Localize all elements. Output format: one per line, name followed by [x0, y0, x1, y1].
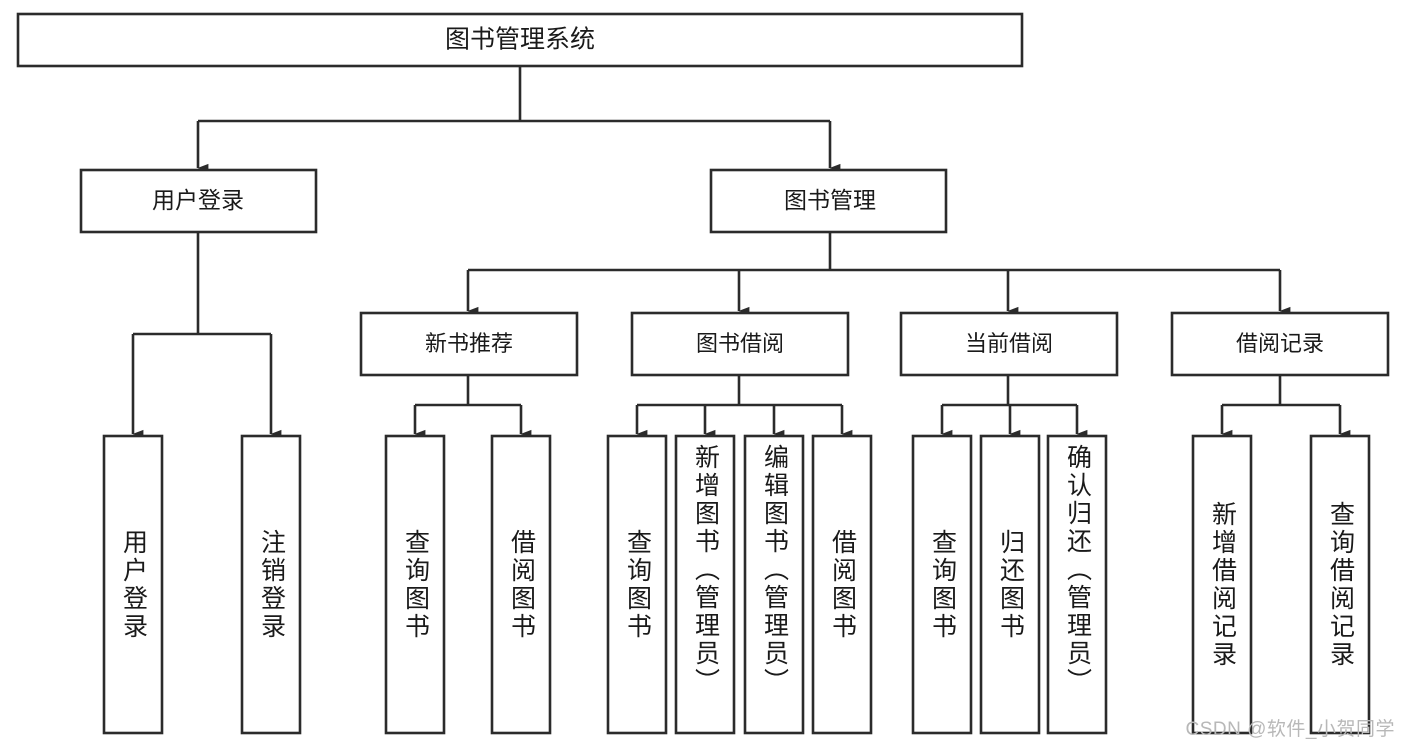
node-current-borrow-label: 当前借阅: [965, 331, 1053, 356]
node-book-manage-label: 图书管理: [784, 187, 876, 213]
leaf-box-logout[interactable]: [240, 434, 302, 735]
node-borrow-record-box[interactable]: [1170, 311, 1390, 377]
leaf-box-borrow-book-1[interactable]: [490, 434, 552, 735]
leaf-box-query-record[interactable]: [1309, 434, 1371, 735]
leaf-box-add-book[interactable]: [674, 434, 736, 735]
node-book-borrow-box[interactable]: [630, 311, 850, 377]
node-user-login-label: 用户登录: [152, 187, 244, 213]
node-current-borrow[interactable]: 当前借阅: [899, 311, 1119, 377]
leaf-box-edit-book[interactable]: [743, 434, 805, 735]
node-borrow-record[interactable]: 借阅记录: [1170, 311, 1390, 377]
node-new-book-rec-box[interactable]: [359, 311, 579, 377]
leaf-box-query-book-1[interactable]: [384, 434, 446, 735]
leaf-box-query-book-3[interactable]: [911, 434, 973, 735]
node-root-label: 图书管理系统: [445, 26, 595, 54]
node-user-login[interactable]: 用户登录: [79, 168, 318, 234]
leaf-box-user-login[interactable]: [102, 434, 164, 735]
node-borrow-record-label: 借阅记录: [1236, 331, 1324, 356]
leaf-box-add-record[interactable]: [1191, 434, 1253, 735]
leaf-box-confirm-return[interactable]: [1046, 434, 1108, 735]
node-root[interactable]: 图书管理系统: [16, 12, 1024, 68]
node-root-box[interactable]: [16, 12, 1024, 68]
node-new-book-rec[interactable]: 新书推荐: [359, 311, 579, 377]
node-book-borrow[interactable]: 图书借阅: [630, 311, 850, 377]
leaf-boxes: [102, 434, 1371, 735]
node-current-borrow-box[interactable]: [899, 311, 1119, 377]
node-user-login-box[interactable]: [79, 168, 318, 234]
node-book-borrow-label: 图书借阅: [696, 331, 784, 356]
node-book-manage[interactable]: 图书管理: [709, 168, 948, 234]
leaf-box-query-book-2[interactable]: [606, 434, 668, 735]
node-new-book-rec-label: 新书推荐: [425, 331, 513, 356]
leaf-box-borrow-book-2[interactable]: [811, 434, 873, 735]
leaf-box-return-book[interactable]: [979, 434, 1041, 735]
connector-layer: [131, 66, 1351, 439]
node-book-manage-box[interactable]: [709, 168, 948, 234]
